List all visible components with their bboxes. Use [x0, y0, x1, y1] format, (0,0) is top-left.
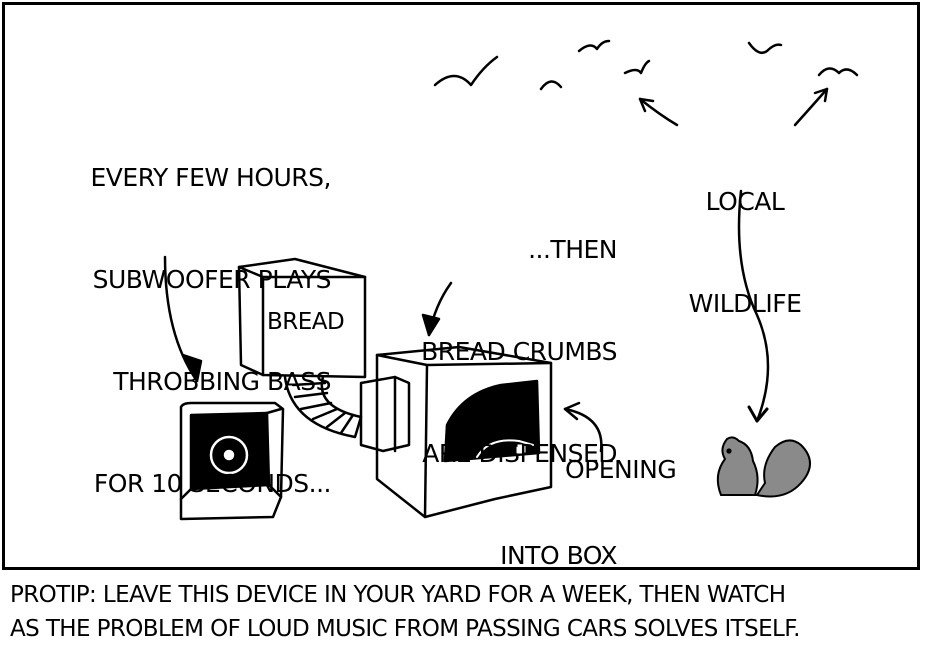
wildlife-note-line: WILDLIFE — [688, 289, 802, 318]
subwoofer-note-line: THROBBING BASS — [113, 367, 331, 396]
bird-4 — [623, 59, 651, 75]
crumbs-note-line: ARE DISPENSED — [422, 439, 617, 468]
bird-2 — [539, 80, 563, 91]
crumb-tube — [283, 375, 363, 439]
arrow-to-squirrel — [737, 189, 770, 423]
subwoofer-speaker-cone — [209, 435, 249, 475]
bird-6 — [817, 67, 859, 77]
bird-5 — [747, 41, 783, 54]
bread-hopper — [237, 257, 367, 379]
subwoofer-note: EVERY FEW HOURS, SUBWOOFER PLAYS THROBBI… — [45, 93, 332, 567]
comic-caption: PROTIP: LEAVE THIS DEVICE IN YOUR YARD F… — [10, 578, 916, 646]
arrow-to-birds-left — [638, 97, 679, 127]
bird-1 — [433, 55, 499, 87]
opening-arrow — [563, 401, 603, 453]
crumbs-note: ...THEN BREAD CRUMBS ARE DISPENSED INTO … — [365, 165, 617, 570]
caption-line-2: AS THE PROBLEM OF LOUD MUSIC FROM PASSIN… — [10, 616, 801, 642]
arrow-to-birds-right — [793, 87, 829, 127]
caption-line-1: PROTIP: LEAVE THIS DEVICE IN YOUR YARD F… — [10, 582, 786, 608]
comic-artwork — [163, 39, 859, 521]
birds-flock — [433, 39, 859, 91]
crumbs-note-line: ...THEN — [528, 235, 617, 264]
bread-box-label: BREAD — [267, 309, 345, 335]
subwoofer-note-line: SUBWOOFER PLAYS — [92, 265, 332, 294]
squirrel-body — [716, 436, 759, 496]
bird-3 — [577, 39, 611, 53]
subwoofer-note-line: FOR 10 SECONDS... — [93, 469, 332, 498]
crumbs-note-line: INTO BOX — [500, 541, 617, 570]
subwoofer-note-line: EVERY FEW HOURS, — [90, 163, 332, 192]
opening-label: OPENING — [565, 455, 677, 484]
feeder-box — [359, 345, 553, 519]
subwoofer-arrow — [163, 255, 203, 383]
wildlife-arrows — [638, 87, 829, 423]
squirrel — [716, 436, 811, 498]
comic-panel: EVERY FEW HOURS, SUBWOOFER PLAYS THROBBI… — [2, 2, 920, 570]
subwoofer — [179, 401, 285, 521]
crumbs-arrow — [421, 281, 453, 337]
squirrel-tail — [756, 439, 811, 498]
wildlife-note-line: LOCAL — [705, 187, 785, 216]
wildlife-note: LOCAL WILDLIFE — [675, 117, 815, 389]
crumbs-note-line: BREAD CRUMBS — [421, 337, 617, 366]
